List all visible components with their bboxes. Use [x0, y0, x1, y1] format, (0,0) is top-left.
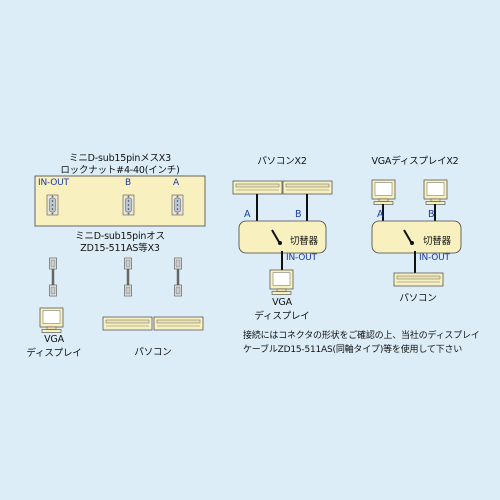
display-label-line2: ディスプレイ	[254, 311, 310, 322]
display-label-line1: VGA	[44, 334, 64, 345]
switch-box	[371, 220, 462, 254]
monitor-icon	[269, 269, 294, 295]
port-label-a: A	[377, 209, 384, 220]
note-line1: 接続にはコネクタの形状をご確認の上、当社のディスプレイ	[243, 331, 480, 341]
vga-cable	[123, 256, 133, 298]
display-label-line1: VGA	[272, 297, 292, 308]
port-label-in-out: IN-OUT	[286, 253, 317, 263]
port-label-a: A	[244, 209, 251, 220]
switch-lever	[403, 229, 412, 243]
switch-pivot	[410, 241, 414, 245]
vga-cable	[48, 256, 58, 298]
switch-label: 切替器	[290, 236, 318, 247]
port-label-a: A	[173, 178, 179, 188]
port-label-b: B	[295, 209, 302, 220]
port-label-in-out: IN-OUT	[38, 178, 69, 188]
pc-label: パソコン	[399, 293, 437, 304]
cable-note-line1: ミニD-sub15pinオス	[75, 231, 165, 242]
port-label-b: B	[125, 178, 131, 188]
port-label-b: B	[428, 209, 435, 220]
pc-icon	[102, 316, 153, 331]
pc-icon	[393, 272, 444, 287]
switch-pivot	[278, 241, 282, 245]
dsub-connector-in-out	[46, 194, 59, 216]
cable-spec-line1: ミニD-sub15pinメスX3	[69, 153, 171, 164]
monitor-icon	[39, 307, 64, 333]
vga-cable	[173, 256, 183, 298]
panel-title-pc-x2: パソコンX2	[257, 156, 307, 167]
note-line2: ケーブルZD15-511AS(同軸タイプ)等を使用して下さい	[243, 345, 463, 355]
dsub-connector-a	[171, 194, 184, 216]
monitor-icon	[371, 179, 396, 205]
pc-label: パソコン	[134, 347, 172, 358]
panel-title-vga-display-x2: VGAディスプレイX2	[371, 156, 459, 167]
pc-icon	[282, 180, 333, 195]
cable-spec-line2: ロックナット#4-40(インチ)	[60, 165, 180, 176]
pc-icon	[153, 316, 204, 331]
dsub-connector-b	[122, 194, 135, 216]
pc-icon	[232, 180, 283, 195]
switch-label: 切替器	[423, 236, 451, 247]
port-label-in-out: IN-OUT	[419, 253, 450, 263]
monitor-icon	[423, 179, 448, 205]
cable-note-line2: ZD15-511AS等X3	[80, 243, 160, 254]
switch-lever	[271, 229, 280, 243]
display-label-line2: ディスプレイ	[26, 348, 82, 359]
